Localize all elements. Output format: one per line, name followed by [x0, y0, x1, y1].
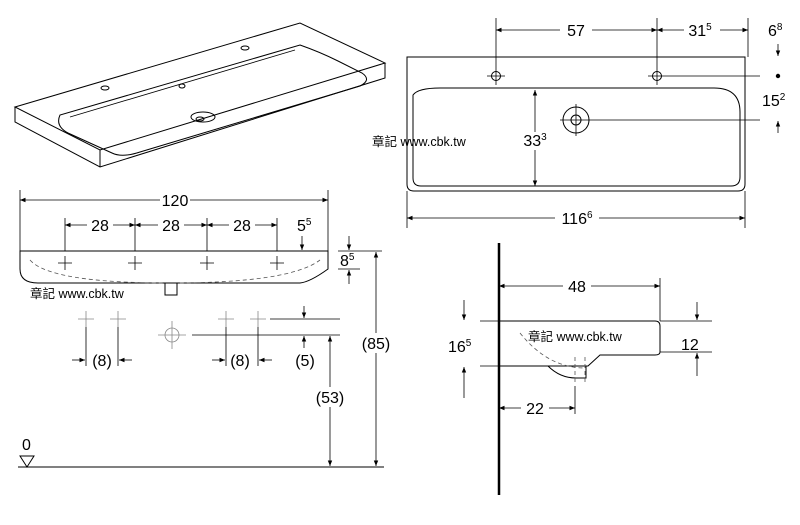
- dim-drain-from-wall: 22: [526, 401, 544, 418]
- dim-hole-spacing: 57: [567, 23, 585, 40]
- dim-spacing-2: 28: [162, 218, 180, 235]
- dim-overall-width: 1166: [561, 210, 593, 228]
- floor-label: 0: [22, 437, 31, 454]
- dim-front-height: 12: [681, 337, 699, 354]
- watermark-side: 章記 www.cbk.tw: [528, 329, 623, 344]
- watermark-top: 章記 www.cbk.tw: [372, 134, 467, 149]
- dim-edge-offset: 55: [297, 217, 312, 235]
- dim-rim-height: 85: [340, 252, 355, 270]
- drain-outlet: [164, 282, 178, 296]
- dim-spacing-3: 28: [233, 218, 251, 235]
- isometric-view: [13, 22, 387, 168]
- dim-total-width: 120: [162, 193, 189, 210]
- dim-spacing-1: 28: [91, 218, 109, 235]
- basin-front-outline: [19, 250, 329, 284]
- front-view: 120 28 28 28 55 85 (8) (8): [18, 190, 395, 468]
- dim-hole-from-back: 68: [768, 22, 783, 40]
- dim-pipe-a: (8): [92, 353, 112, 370]
- dim-bowl-depth: 333: [523, 132, 547, 150]
- floor-marker: [19, 455, 35, 468]
- dim-drain-from-back: 152: [762, 92, 786, 110]
- dim-drain-height: (53): [316, 390, 344, 407]
- dim-hole-to-edge: 315: [688, 22, 712, 40]
- dim-projection: 48: [568, 279, 586, 296]
- drain-hole: [190, 111, 216, 123]
- basin-outline: [13, 22, 387, 151]
- top-view: 57 315 68 152 333 1166: [406, 18, 786, 228]
- basin-top-outline: [406, 56, 746, 192]
- basin-bowl-outline: [412, 87, 741, 187]
- overflow-hole: [178, 83, 186, 89]
- dim-total-height: 165: [448, 338, 472, 356]
- tap-hole-right: [240, 45, 250, 51]
- dim-pipe-b: (8): [230, 353, 250, 370]
- basin-bowl: [58, 44, 367, 156]
- side-view: 48 165 12 22: [448, 243, 712, 495]
- dim-pipe-c: (5): [295, 353, 315, 370]
- dim-install-height: (85): [362, 336, 390, 353]
- watermark-front: 章記 www.cbk.tw: [30, 286, 125, 301]
- tap-hole-left: [100, 85, 110, 91]
